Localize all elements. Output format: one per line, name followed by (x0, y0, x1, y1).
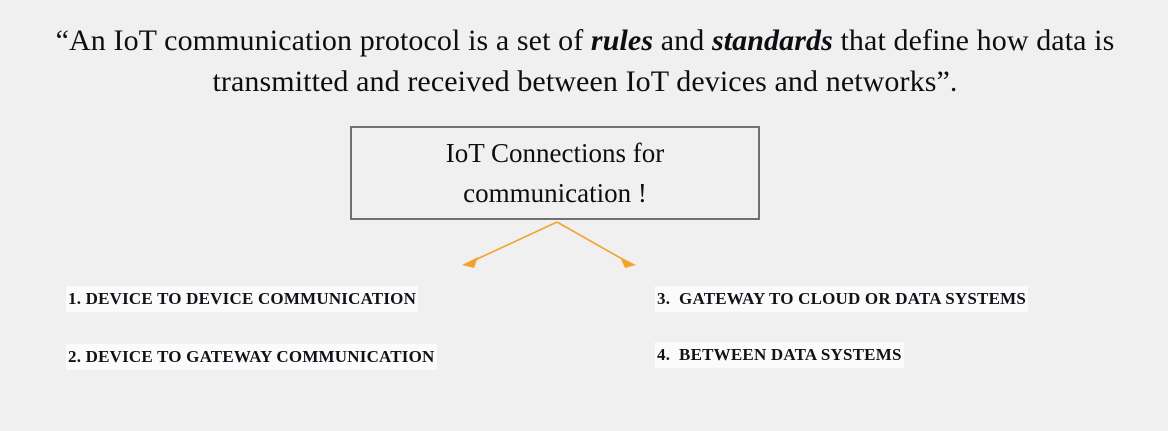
quote-emphasis-rules: rules (590, 24, 654, 57)
quote-text-part-1: An IoT communication protocol is a set o… (69, 24, 591, 57)
bullet-item-4: 4. BETWEEN DATA SYSTEMS (655, 342, 904, 368)
quote-emphasis-standards: standards (711, 24, 833, 57)
quote-heading: “An IoT communication protocol is a set … (40, 20, 1130, 102)
quote-text-part-2: and (653, 24, 712, 57)
bullet-item-2: 2. DEVICE TO GATEWAY COMMUNICATION (66, 344, 437, 370)
arrow-to-right-branch (556, 221, 636, 268)
quote-text-part-3: that define how data is transmitted and … (212, 24, 1122, 98)
center-box: IoT Connections for communication ! (350, 126, 760, 220)
bullet-item-1: 1. DEVICE TO DEVICE COMMUNICATION (66, 286, 419, 312)
quote-close-mark: ” (936, 65, 950, 98)
center-box-line-1: IoT Connections for (445, 138, 665, 168)
branch-arrows (440, 215, 700, 277)
bullet-item-3: 3. GATEWAY TO CLOUD OR DATA SYSTEMS (655, 286, 1029, 312)
center-box-line-2: communication ! (463, 178, 647, 208)
arrow-to-left-branch (462, 221, 558, 268)
quote-end-punctuation: . (949, 65, 958, 98)
quote-open-mark: “ (55, 24, 70, 57)
